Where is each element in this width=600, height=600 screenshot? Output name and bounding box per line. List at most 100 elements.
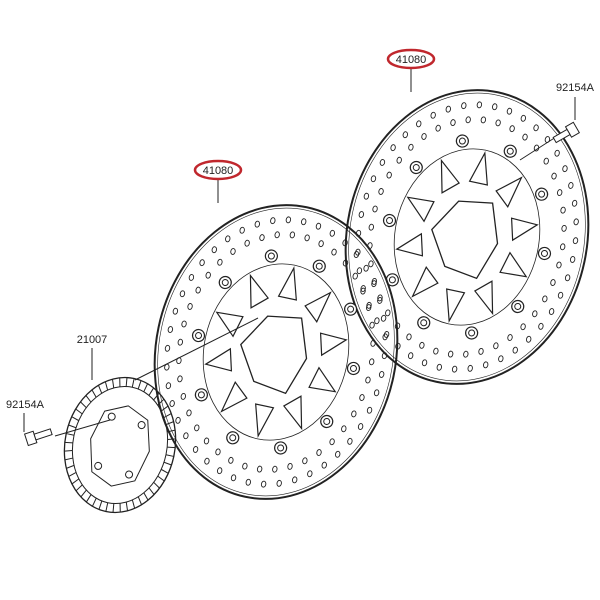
abs-tooth (163, 413, 172, 419)
vent-hole (506, 107, 513, 115)
highlight-ring (193, 159, 243, 181)
abs-tooth (98, 500, 103, 510)
vent-hole (363, 192, 370, 200)
vent-hole (520, 114, 527, 122)
part-number-bolt-left[interactable]: 92154A (6, 399, 45, 411)
vent-hole (169, 400, 175, 407)
floating-button (386, 217, 394, 225)
vent-hole (186, 409, 192, 417)
carrier-cutout (220, 381, 248, 413)
brake-disc-right[interactable] (319, 67, 600, 406)
floating-button (412, 164, 420, 172)
part-number-abs-ring[interactable]: 21007 (77, 334, 108, 346)
floating-button (538, 190, 546, 198)
vent-hole (369, 321, 375, 329)
abs-tooth (64, 449, 73, 452)
vent-hole (480, 116, 487, 124)
vent-hole (164, 344, 171, 352)
vent-hole (368, 260, 374, 268)
vent-hole (416, 120, 422, 128)
hub-opening (431, 200, 499, 280)
vent-hole (347, 437, 353, 445)
floating-button (514, 302, 522, 310)
vent-hole (342, 239, 348, 247)
floating-button (409, 160, 423, 175)
abs-tooth (165, 454, 174, 457)
floating-button (195, 332, 203, 340)
floating-button (226, 431, 240, 445)
vent-hole (203, 437, 210, 445)
carrier-cutout (319, 332, 348, 357)
abs-tooth (71, 416, 80, 422)
abs-tooth (131, 499, 136, 509)
abs-tooth (75, 408, 83, 415)
carrier-cutout (495, 176, 523, 208)
vent-hole (165, 382, 172, 390)
floating-button (458, 137, 466, 145)
vent-hole (396, 156, 402, 164)
vent-hole (402, 131, 408, 139)
vent-hole (256, 465, 263, 473)
abs-tooth (66, 433, 75, 436)
part-number-bolt-right[interactable]: 92154A (556, 82, 595, 94)
abs-tooth (71, 478, 80, 485)
carrier-cutout (282, 395, 303, 431)
abs-tooth (104, 381, 109, 391)
carrier-cutout (249, 273, 270, 309)
bolt-right[interactable] (552, 121, 581, 145)
bolt-left[interactable] (23, 426, 53, 447)
vent-hole (359, 394, 365, 401)
vent-hole (445, 105, 451, 113)
floating-button (347, 305, 355, 313)
vent-hole (205, 271, 211, 279)
highlight-ring (386, 48, 436, 70)
vent-hole (467, 364, 473, 372)
vent-hole (407, 352, 414, 360)
vent-hole (177, 338, 184, 346)
vent-hole (562, 165, 568, 173)
vent-hole (195, 286, 201, 294)
leader-line (134, 317, 259, 381)
carrier-cutout (277, 265, 297, 301)
abs-rotor-ring[interactable] (52, 367, 188, 523)
floating-button (540, 249, 548, 257)
abs-tooth (80, 401, 87, 409)
vent-hole (285, 216, 292, 224)
carrier-cutout (308, 366, 337, 393)
floating-button (388, 276, 396, 284)
vent-hole (304, 234, 310, 242)
vent-hole (430, 111, 436, 119)
vent-hole (380, 314, 387, 322)
abs-tooth (157, 398, 165, 406)
abs-tooth (125, 377, 128, 387)
floating-button (277, 444, 285, 452)
floating-button (349, 364, 357, 372)
floating-button (420, 319, 428, 327)
carrier-cutout (510, 217, 539, 242)
vent-hole (569, 256, 576, 263)
carrier-cutout (473, 280, 494, 316)
floating-button (229, 434, 237, 442)
abs-tooth (105, 502, 109, 512)
carrier-cutout (304, 291, 332, 323)
vent-hole (573, 218, 579, 226)
floating-button (221, 279, 229, 287)
abs-tooth (64, 441, 73, 444)
part-number-disc-right[interactable]: 41080 (396, 54, 427, 66)
vent-hole (557, 291, 564, 299)
vent-hole (382, 333, 388, 341)
abs-tooth (91, 498, 97, 507)
brake-disc-left[interactable] (128, 182, 424, 521)
vent-hole (447, 350, 454, 358)
part-number-disc-left[interactable]: 41080 (203, 165, 234, 177)
floating-button (382, 213, 397, 228)
abs-tooth (80, 489, 87, 498)
abs-tooth (143, 383, 149, 392)
vent-hole (408, 143, 414, 151)
carrier-cutout (255, 403, 275, 439)
vent-hole (211, 246, 217, 254)
vent-hole (478, 347, 484, 355)
vent-hole (187, 303, 193, 310)
vent-hole (463, 350, 469, 358)
vent-hole (351, 410, 357, 418)
